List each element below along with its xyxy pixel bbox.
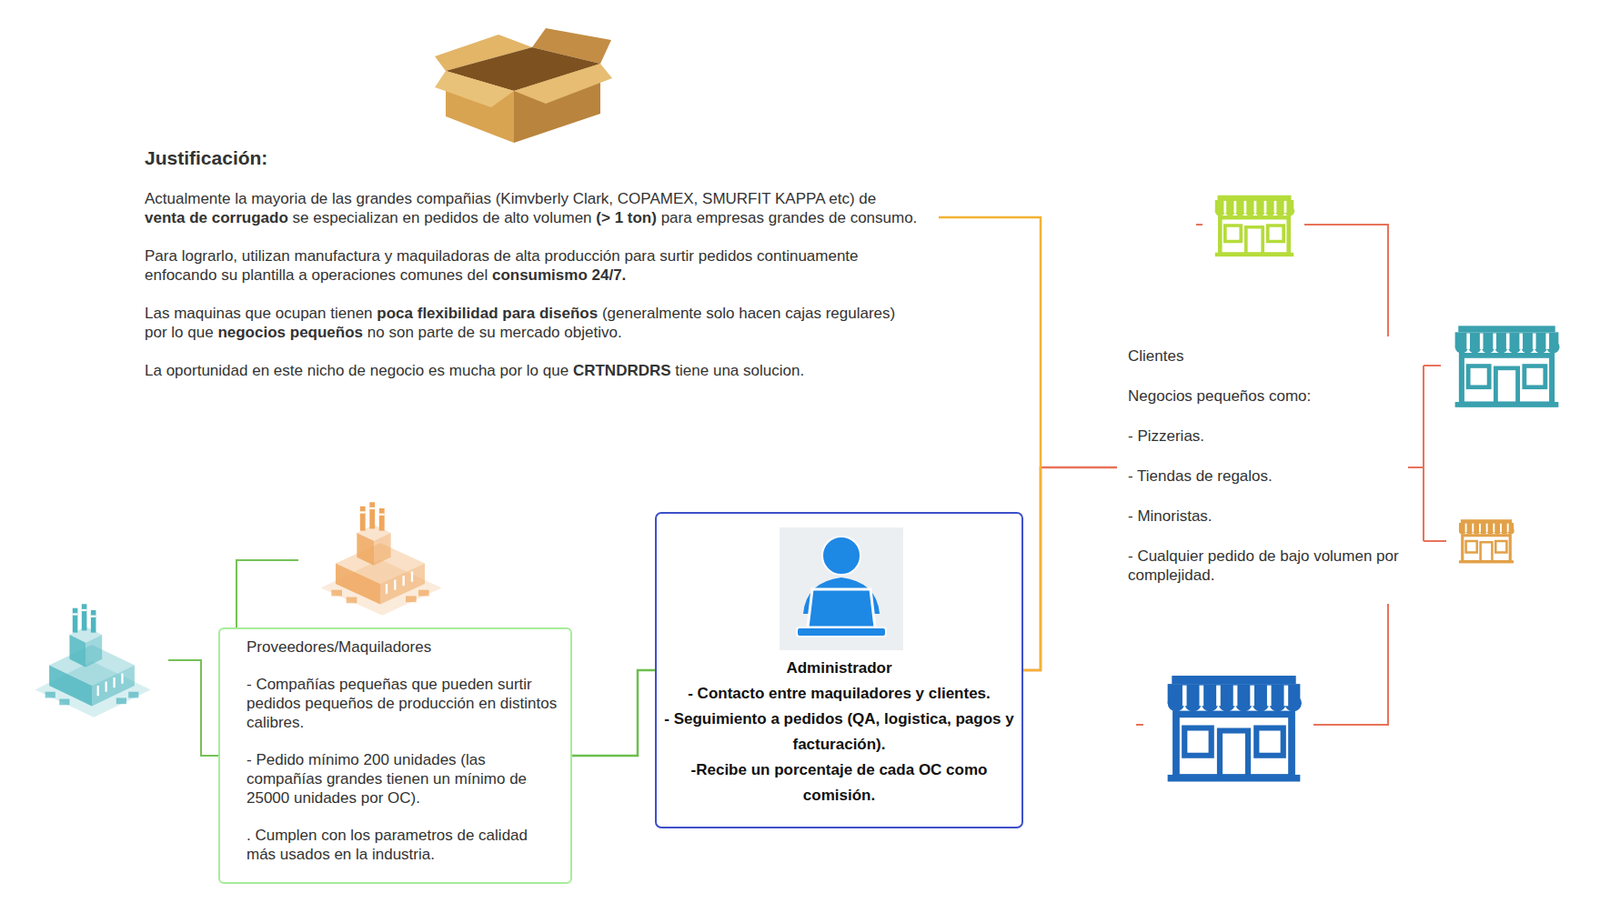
factory-icon	[34, 603, 151, 718]
paragraph: La oportunidad en este nicho de negocio …	[144, 361, 918, 381]
bold-run: 24/7.	[592, 266, 627, 284]
list-item: - Tiendas de regalos.	[1127, 466, 1403, 486]
paragraph: Las maquinas que ocupan tienen poca flex…	[144, 303, 918, 343]
bold-run: pequeños	[290, 323, 363, 342]
store-icon	[1455, 325, 1560, 408]
bracket-line	[1408, 365, 1447, 542]
store-icon	[1167, 675, 1302, 782]
leader-line	[1304, 224, 1389, 337]
connector-line	[1023, 467, 1117, 671]
leader-line	[168, 660, 219, 756]
heading: Proveedores/Maquiladores	[246, 637, 560, 657]
list-item: -Recibe un porcentaje de cada OC como co…	[664, 757, 1015, 809]
icon-ground	[779, 527, 904, 651]
bold-run: flexibilidad	[417, 304, 499, 323]
bold-run: venta	[144, 209, 185, 227]
bold-run: negocios	[217, 323, 286, 342]
box-flap	[513, 63, 613, 104]
list-item: - Contacto entre maquiladores y clientes…	[664, 681, 1015, 707]
leader-line	[1313, 603, 1389, 725]
paragraph: Actualmente la mayoria de las grandes co…	[144, 189, 918, 228]
connector-line	[938, 217, 1041, 671]
paragraph: Para lograrlo, utilizan manufactura y ma…	[144, 246, 918, 285]
factory-icon	[321, 502, 443, 616]
list-item: - Cualquier pedido de bajo volumen por c…	[1127, 546, 1403, 585]
admin-box: Administrador- Contacto entre maquilador…	[654, 512, 1024, 829]
bold-run: ton)	[627, 209, 657, 227]
list-item: - Seguimiento a pedidos (QA, logistica, …	[664, 706, 1015, 758]
bold-run: (>	[595, 209, 611, 227]
bold-run: CRTNDRDRS	[573, 362, 672, 380]
leader-line	[1196, 223, 1203, 226]
list-item: - Compañías pequeñas que pueden surtir p…	[246, 674, 560, 733]
laptop-screen	[807, 589, 876, 628]
list-item: . Cumplen con los parametros de calidad …	[246, 825, 560, 865]
bold-run: poca	[376, 304, 413, 323]
list-item: - Pizzerias.	[1127, 426, 1403, 446]
connector-line	[572, 670, 655, 756]
justification-text: Justificación: Actualmente la mayoria de …	[144, 146, 939, 381]
heading: Administrador	[664, 655, 1015, 682]
bold-run: diseños	[539, 304, 598, 323]
bold-run: 1	[614, 209, 624, 227]
box-flap	[434, 70, 514, 108]
leader-line	[1136, 724, 1144, 726]
list-item: Negocios pequeños como:	[1127, 386, 1403, 406]
laptop-base	[796, 627, 886, 637]
heading: Clientes	[1127, 346, 1403, 366]
bold-run: consumismo	[492, 266, 588, 284]
list-item: - Pedido mínimo 200 unidades (las compañ…	[246, 750, 560, 808]
admin-person-icon	[779, 527, 904, 651]
person-head	[822, 536, 861, 575]
leader-line	[236, 560, 299, 628]
heading: Justificación:	[144, 146, 918, 171]
clients-list: ClientesNegocios pequeños como: - Pizzeri…	[1116, 346, 1403, 585]
store-icon	[1215, 195, 1295, 257]
store-icon	[1459, 519, 1515, 564]
list-item: - Minoristas.	[1127, 506, 1403, 526]
suppliers-box: Proveedores/Maquiladores - Compañías pequ…	[218, 627, 573, 885]
bold-run: para	[502, 304, 535, 323]
cardboard-box-icon	[434, 28, 613, 143]
bold-run: corrugado	[211, 209, 289, 227]
bold-run: de	[189, 209, 208, 227]
